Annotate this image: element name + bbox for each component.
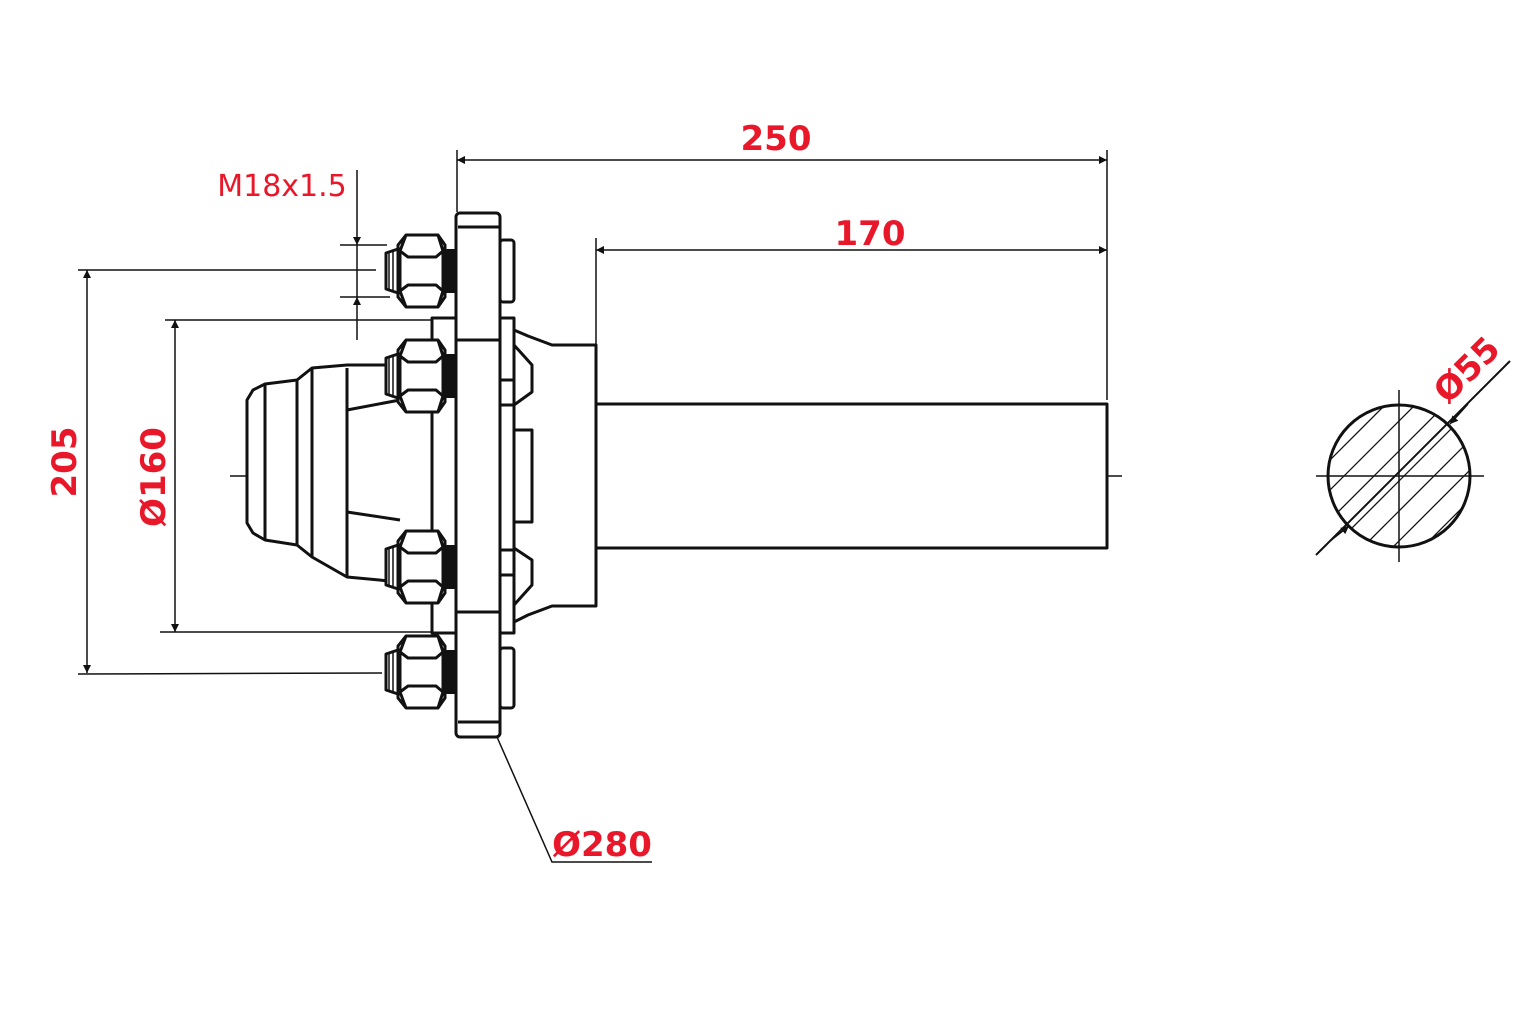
dimension-label: 205 <box>45 427 85 498</box>
dimension-170: 170 <box>595 214 1107 345</box>
wheel-flange <box>454 211 502 739</box>
dimension-label: M18x1.5 <box>217 169 347 204</box>
hub-cap <box>245 363 434 587</box>
hub-body-profile <box>512 343 534 607</box>
wheel-nut <box>384 233 459 309</box>
wheel-nut <box>384 634 459 710</box>
bolt-head-lines <box>500 378 514 577</box>
dimension-160: Ø160 <box>134 319 432 633</box>
dimension-label: 170 <box>835 214 906 254</box>
dimension-280: Ø280 <box>496 736 652 865</box>
shaft-cross-section: Ø55 <box>1315 329 1511 562</box>
hub-body <box>512 328 598 624</box>
dimension-label: Ø160 <box>134 427 174 527</box>
dimension-250: 250 <box>456 119 1108 400</box>
dimension-label: 250 <box>741 119 812 159</box>
dimension-label: Ø55 <box>1426 329 1508 411</box>
wheel-nut <box>384 338 459 414</box>
axle-shaft <box>594 402 1109 550</box>
bolt-head <box>498 238 516 304</box>
dimension-thread: M18x1.5 <box>217 169 390 340</box>
dimension-205: 205 <box>45 269 383 675</box>
wheel-nut <box>384 529 459 605</box>
dimension-label: Ø280 <box>552 825 652 865</box>
bolt-head <box>498 646 516 710</box>
